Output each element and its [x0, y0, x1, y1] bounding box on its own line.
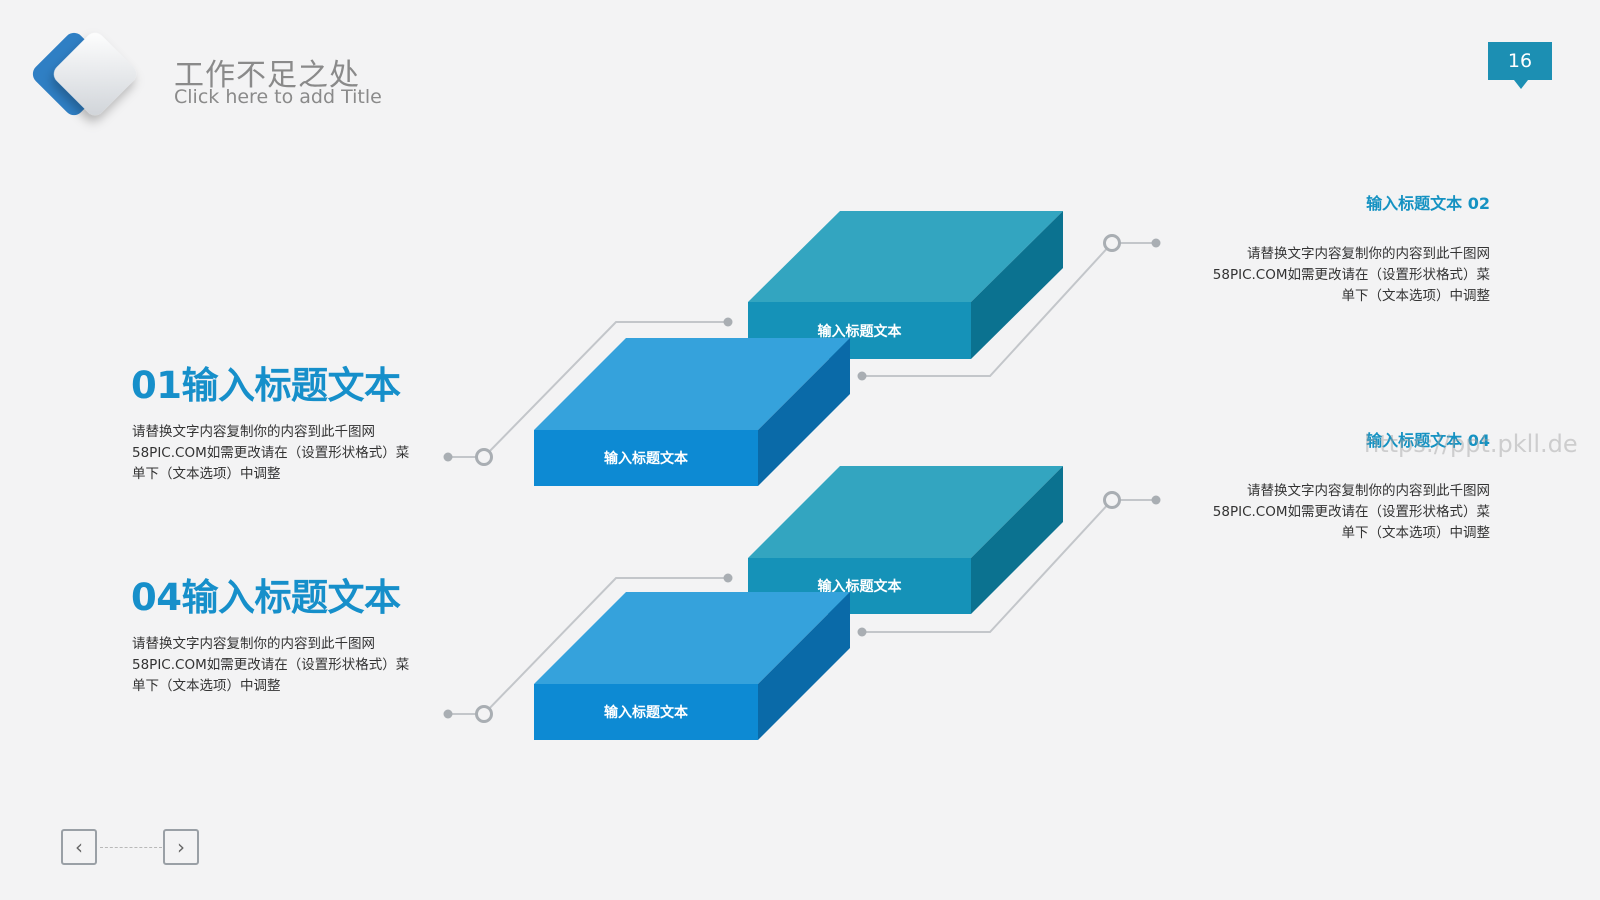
left-item-2-body: 请替换文字内容复制你的内容到此千图网 58PIC.COM如需更改请在（设置形状格…: [132, 634, 442, 697]
right-item-2-heading: 输入标题文本 04: [1366, 431, 1490, 450]
left-item-2-line-3: 单下（文本选项）中调整: [132, 678, 281, 694]
right-item-1-line-3: 单下（文本选项）中调整: [1341, 288, 1491, 304]
right-item-2-body: 请替换文字内容复制你的内容到此千图网 58PIC.COM如需更改请在（设置形状格…: [1180, 481, 1490, 544]
page-number-badge: 16: [1488, 42, 1552, 89]
right-item-2-line-3: 单下（文本选项）中调整: [1341, 525, 1491, 541]
connector-rings: [475, 234, 1121, 723]
right-item-1-body: 请替换文字内容复制你的内容到此千图网 58PIC.COM如需更改请在（设置形状格…: [1180, 244, 1490, 307]
next-slide-button[interactable]: ›: [163, 829, 199, 865]
nav-divider: [100, 847, 162, 848]
connector-dots: [443, 238, 1161, 719]
page-subtitle: Click here to add Title: [174, 86, 382, 108]
block-lower-back: 输入标题文本: [748, 466, 1063, 614]
block-upper-front-label: 输入标题文本: [604, 450, 689, 467]
block-lower-front: 输入标题文本: [534, 592, 850, 740]
right-item-2-line-1: 请替换文字内容复制你的内容到此千图网: [1247, 483, 1490, 499]
prev-slide-button[interactable]: ‹: [61, 829, 97, 865]
block-lower-front-label: 输入标题文本: [604, 704, 689, 721]
block-lower-back-label: 输入标题文本: [818, 578, 903, 595]
right-item-1-heading: 输入标题文本 02: [1366, 194, 1490, 213]
left-item-2-line-1: 请替换文字内容复制你的内容到此千图网: [132, 636, 375, 652]
left-item-1-heading: 01输入标题文本: [131, 364, 401, 407]
connector-lines: [448, 242, 1156, 715]
right-item-1-line-2: 58PIC.COM如需更改请在（设置形状格式）菜: [1212, 267, 1490, 283]
left-item-1-line-1: 请替换文字内容复制你的内容到此千图网: [132, 424, 375, 440]
left-item-1-line-3: 单下（文本选项）中调整: [132, 466, 281, 482]
right-item-2-line-2: 58PIC.COM如需更改请在（设置形状格式）菜: [1212, 504, 1490, 520]
left-item-2-heading: 04输入标题文本: [131, 576, 401, 619]
watermark-text: https://ppt.pkll.de: [1364, 430, 1578, 458]
block-upper-back-label: 输入标题文本: [818, 323, 903, 340]
block-upper-front: 输入标题文本: [534, 338, 850, 486]
logo-diamond-icon: [32, 32, 137, 116]
right-item-1-line-1: 请替换文字内容复制你的内容到此千图网: [1247, 246, 1490, 262]
left-item-1-line-2: 58PIC.COM如需更改请在（设置形状格式）菜: [132, 445, 410, 461]
left-item-2-line-2: 58PIC.COM如需更改请在（设置形状格式）菜: [132, 657, 410, 673]
left-item-1-body: 请替换文字内容复制你的内容到此千图网 58PIC.COM如需更改请在（设置形状格…: [132, 422, 442, 485]
block-upper-back: 输入标题文本: [748, 211, 1063, 359]
page-title: 工作不足之处: [174, 58, 360, 93]
